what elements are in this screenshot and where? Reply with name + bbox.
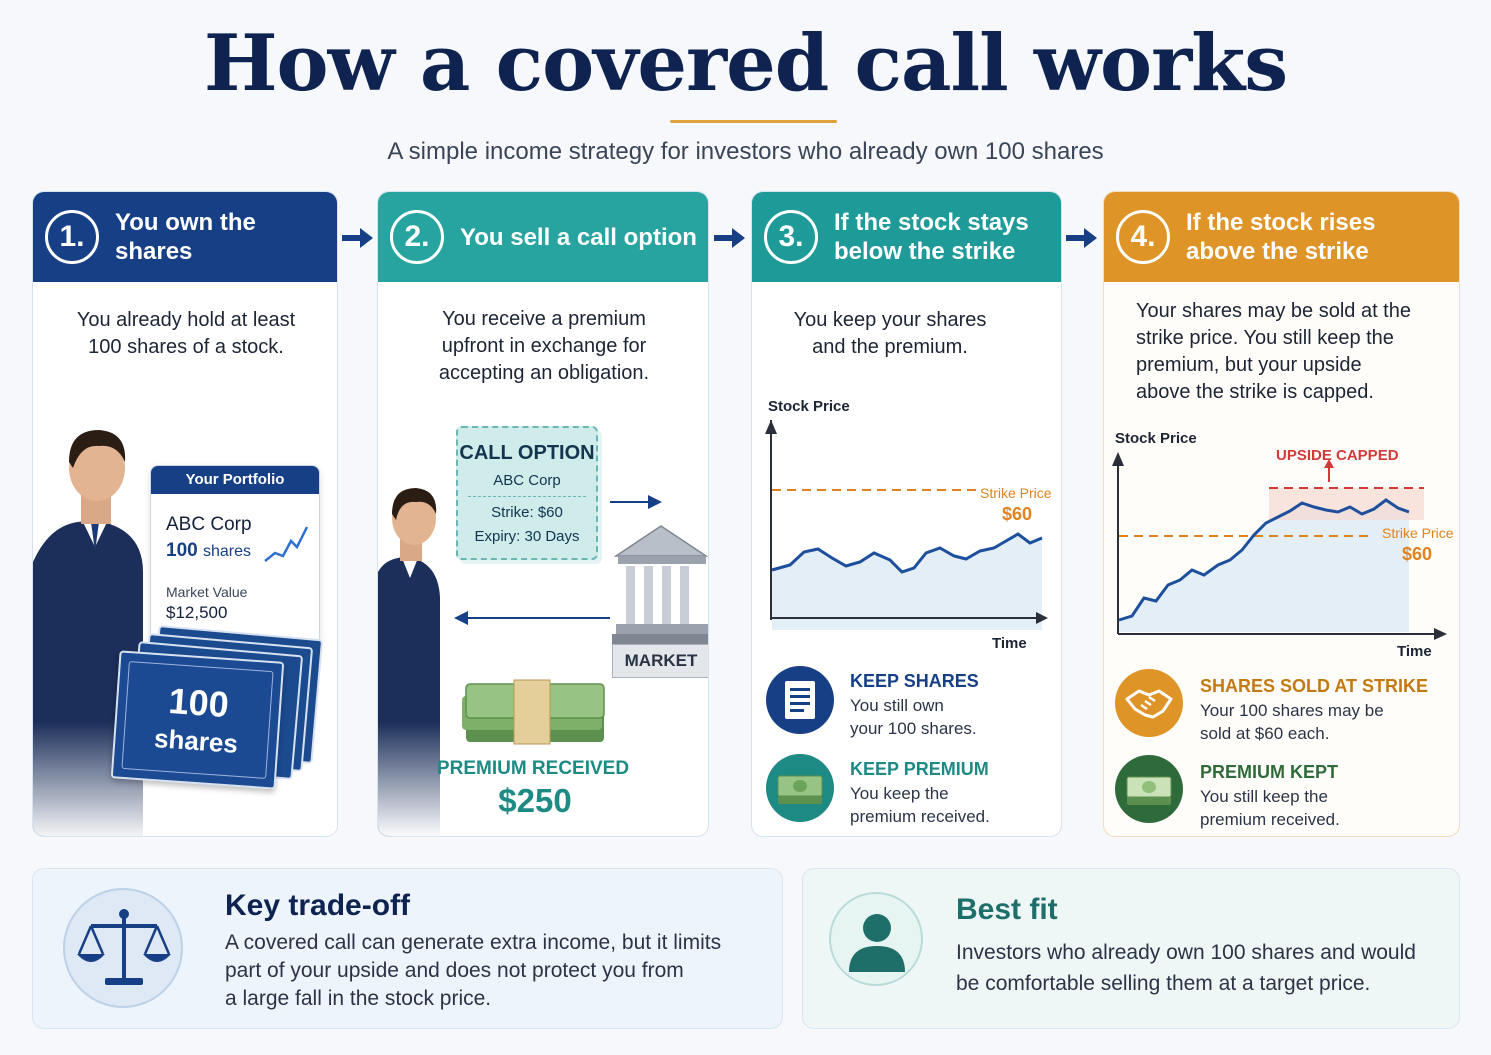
chart-4-cap-label: UPSIDE CAPPED: [1276, 447, 1399, 464]
feature-keep-shares-text: You still own your 100 shares.: [850, 696, 977, 738]
feature-shares-sold-icon-bg: [1115, 669, 1183, 737]
step-2-description: You receive a premium upfront in exchang…: [438, 308, 650, 384]
feature-keep-premium-text: You keep the premium received.: [850, 784, 990, 826]
key-tradeoff-box: Key trade-off A covered call can generat…: [32, 868, 783, 1029]
arrow-from-market-icon: [454, 611, 610, 625]
feature-premium-kept-icon-bg: [1115, 755, 1183, 823]
cash-stack-icon: [462, 679, 605, 745]
step-1-panel: 1. You own the shares You already hold a…: [32, 191, 338, 837]
step-3-title: If the stock stays below the strike: [834, 209, 1029, 265]
best-fit-title: Best fit: [956, 893, 1058, 926]
feature-keep-shares-title: KEEP SHARES: [850, 671, 979, 691]
chart-4-xlabel: Time: [1397, 643, 1432, 660]
chart-3-xlabel: Time: [992, 635, 1027, 652]
share-certificates: 100 shares: [110, 625, 324, 790]
certificate-front: 100 shares: [110, 650, 285, 790]
chart-3-strike-value: $60: [1002, 504, 1033, 524]
step-4-header: 4. If the stock rises above the strike: [1104, 192, 1459, 282]
arrow-right-icon: [342, 228, 373, 248]
person-icon-bg: [829, 892, 923, 986]
bank-building-icon: [612, 525, 708, 644]
step-2-header: 2. You sell a call option: [378, 192, 708, 282]
chart-3-strike-label: Strike Price: [980, 485, 1052, 501]
arrow-to-market-icon: [610, 495, 662, 509]
chart-4-above-strike: [1112, 452, 1447, 640]
person-icon: [849, 914, 905, 972]
call-option-ticket: CALL OPTION ABC Corp Strike: $60 Expiry:…: [456, 426, 598, 560]
chart-3-ylabel: Stock Price: [768, 398, 850, 415]
best-fit-box: Best fit Investors who already own 100 s…: [802, 868, 1460, 1029]
portfolio-value: $12,500: [166, 603, 228, 622]
step-1-number: 1.: [45, 210, 99, 264]
step-4-panel: 4. If the stock rises above the strike Y…: [1103, 191, 1460, 837]
tradeoff-title: Key trade-off: [225, 889, 411, 922]
investor-small-illustration: [378, 488, 458, 836]
feature-shares-sold-text: Your 100 shares may be sold at $60 each.: [1200, 701, 1384, 743]
step-4-number: 4.: [1116, 210, 1170, 264]
scale-icon: [77, 909, 171, 985]
arrow-right-icon: [714, 228, 745, 248]
step-3-description: You keep your shares and the premium.: [793, 309, 987, 358]
feature-shares-sold-title: SHARES SOLD AT STRIKE: [1200, 676, 1429, 696]
feature-keep-premium-icon-bg: [766, 754, 834, 822]
chart-3-below-strike: [765, 420, 1048, 630]
feature-premium-kept-text: You still keep the premium received.: [1200, 787, 1340, 829]
portfolio-card: Your Portfolio ABC Corp 100 shares Marke…: [150, 465, 320, 653]
market-label: MARKET: [612, 644, 708, 678]
scale-icon-bg: [63, 888, 183, 1008]
handshake-icon: [1125, 689, 1173, 719]
step-1-header: 1. You own the shares: [33, 192, 337, 282]
step-4-description: Your shares may be sold at the strike pr…: [1136, 300, 1411, 403]
step-3-panel: 3. If the stock stays below the strike Y…: [751, 191, 1062, 837]
portfolio-value-label: Market Value: [166, 584, 248, 600]
step-2-number: 2.: [390, 210, 444, 264]
cash-icon: [1126, 776, 1172, 805]
premium-received-label: PREMIUM RECEIVED: [436, 758, 630, 779]
step-1-title: You own the shares: [115, 209, 256, 265]
step-3-header: 3. If the stock stays below the strike: [752, 192, 1061, 282]
best-fit-text: Investors who already own 100 shares and…: [956, 941, 1416, 995]
step-3-number: 3.: [764, 210, 818, 264]
feature-keep-premium-title: KEEP PREMIUM: [850, 759, 989, 779]
step-2-title: You sell a call option: [460, 223, 697, 251]
portfolio-company: ABC Corp: [166, 514, 252, 535]
arrow-right-icon: [1066, 228, 1097, 248]
page-title: How a covered call works: [203, 18, 1288, 109]
feature-keep-shares-icon-bg: [766, 666, 834, 734]
step-2-panel: 2. You sell a call option You receive a …: [377, 191, 709, 837]
tradeoff-text: A covered call can generate extra income…: [225, 931, 722, 1010]
chart-4-ylabel: Stock Price: [1115, 430, 1197, 447]
feature-premium-kept-title: PREMIUM KEPT: [1200, 762, 1339, 782]
portfolio-heading: Your Portfolio: [151, 466, 319, 494]
step-4-title: If the stock rises above the strike: [1186, 209, 1376, 265]
page-subtitle: A simple income strategy for investors w…: [387, 138, 1104, 165]
cash-icon: [777, 775, 823, 804]
premium-received-value: $250: [498, 782, 572, 819]
portfolio-shares: 100 shares: [166, 540, 252, 561]
title-underline: [670, 120, 837, 123]
chart-4-strike-label: Strike Price: [1382, 525, 1454, 541]
trend-up-icon: [264, 526, 309, 562]
chart-4-strike-value: $60: [1402, 544, 1433, 564]
document-icon: [785, 681, 815, 719]
step-1-description: You already hold at least 100 shares of …: [76, 309, 296, 358]
